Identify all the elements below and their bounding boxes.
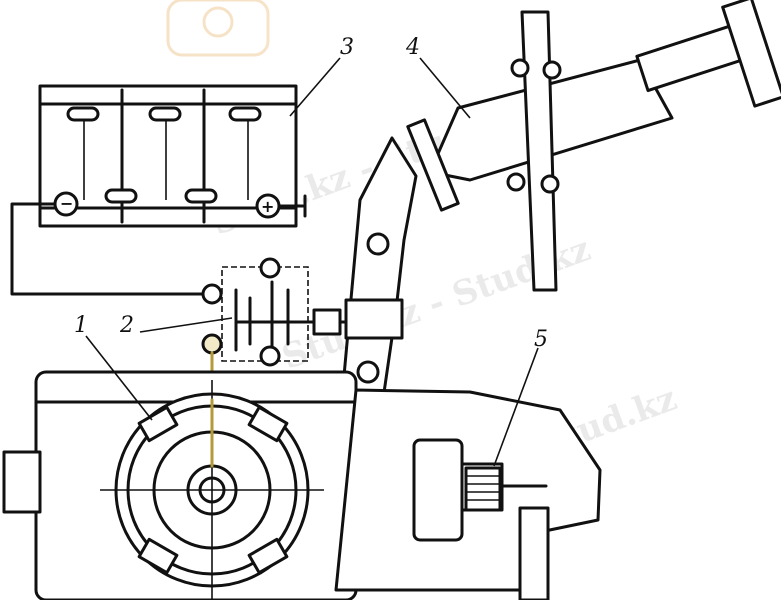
label-4: 4 xyxy=(405,35,420,60)
label-3: 3 xyxy=(340,35,354,60)
pedal-lever xyxy=(406,0,781,292)
battery-wire xyxy=(10,202,207,296)
leader-5 xyxy=(493,347,539,467)
battery-positive-label: + xyxy=(261,197,274,216)
battery-negative-label: − xyxy=(60,194,73,213)
battery: − + xyxy=(38,84,307,228)
commutator-end xyxy=(100,380,324,600)
leader-2 xyxy=(139,317,233,333)
label-2: 2 xyxy=(119,313,134,338)
solenoid-contacts xyxy=(201,257,404,402)
drive-gear xyxy=(464,466,502,512)
watermark-logo xyxy=(166,0,270,57)
leader-1 xyxy=(85,335,153,421)
label-5: 5 xyxy=(534,327,548,352)
leader-4 xyxy=(419,57,471,119)
label-1: 1 xyxy=(74,313,88,338)
leader-3 xyxy=(289,57,341,117)
